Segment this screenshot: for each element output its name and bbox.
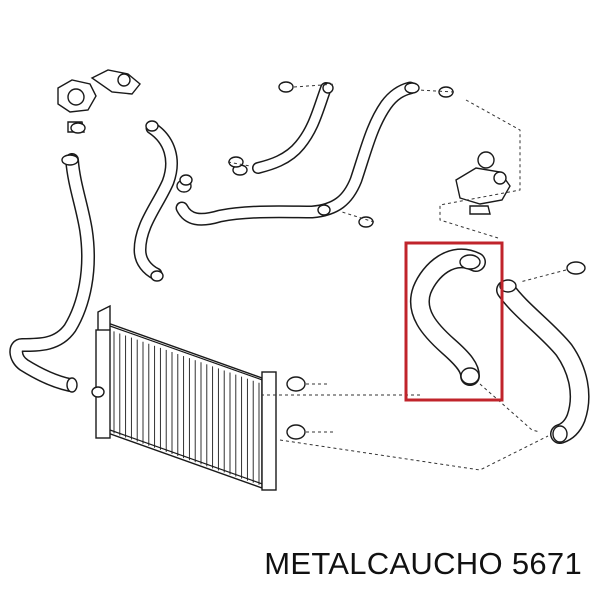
hose-right-lower bbox=[496, 279, 590, 444]
valve-housing bbox=[455, 151, 511, 215]
hose-clamps bbox=[70, 81, 586, 440]
hose-left-upper bbox=[133, 120, 178, 282]
hose-left-lower bbox=[9, 153, 105, 398]
radiator bbox=[95, 304, 277, 491]
highlight-box bbox=[404, 241, 504, 402]
leader-lines bbox=[227, 83, 567, 471]
hose-top-long bbox=[175, 81, 420, 226]
thermostat-housing bbox=[57, 69, 141, 133]
radiator-core-fins bbox=[113, 331, 260, 485]
part-caption: METALCAUCHO 5671 bbox=[264, 546, 582, 581]
highlighted-hose bbox=[409, 248, 486, 386]
hose-top-center bbox=[232, 82, 334, 176]
